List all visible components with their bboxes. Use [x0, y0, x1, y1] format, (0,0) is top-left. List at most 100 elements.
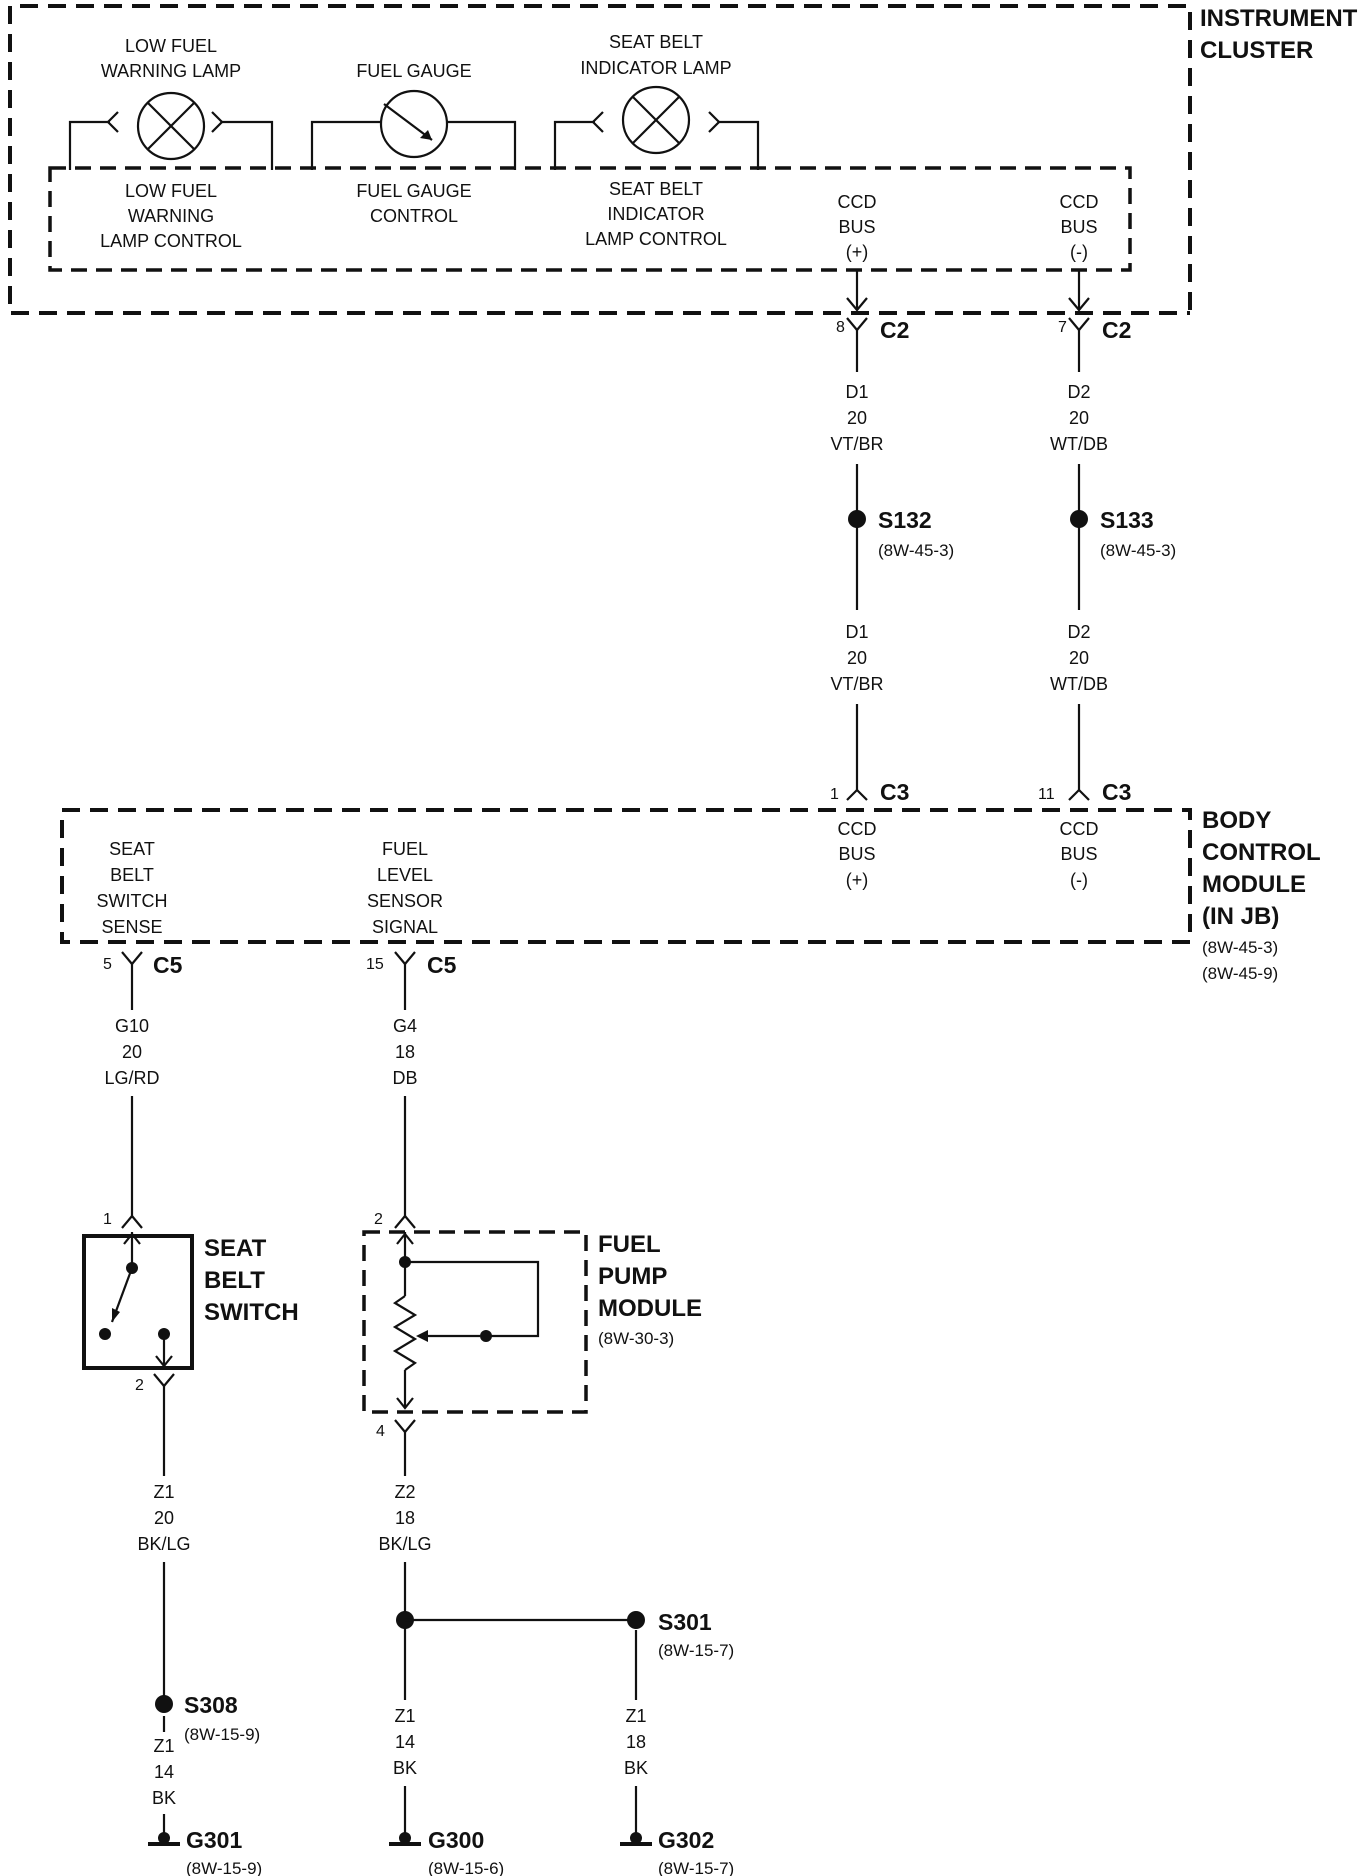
c2-pin-8: 8 [836, 319, 845, 336]
low-fuel-lamp-label-1: LOW FUEL [125, 36, 217, 56]
seat-belt-switch-title-2: BELT [204, 1267, 265, 1294]
ccd-minus-label-2: BUS [1060, 217, 1097, 237]
fuel-pump-pin-4: 4 [376, 1423, 385, 1440]
seat-belt-switch-branch: G10 20 LG/RD 1 SEAT BELT SWITCH 2 Z1 20 … [82, 964, 299, 1876]
bcm-seat-sense-2: BELT [110, 865, 154, 885]
fuel-gauge-label: FUEL GAUGE [356, 61, 471, 81]
fuel-pump-title-3: MODULE [598, 1295, 702, 1322]
wire-z2-color: BK/LG [378, 1534, 431, 1554]
c5-label-left: C5 [153, 952, 183, 978]
splice-s308-dot [155, 1695, 173, 1713]
splice-s308-name: S308 [184, 1692, 238, 1718]
seat-belt-switch-box [82, 1234, 194, 1370]
wire-d1-upper-circuit: D1 [845, 382, 868, 402]
ground-g302-ref: (8W-15-7) [658, 1859, 734, 1876]
wire-z1-14-left-gauge: 14 [154, 1762, 174, 1782]
wire-z1-18-circuit: Z1 [625, 1706, 646, 1726]
fuel-level-rheostat-icon [392, 1295, 418, 1371]
bcm-fuel-level-3: SENSOR [367, 891, 443, 911]
bcm-ccd-plus-2: BUS [838, 844, 875, 864]
ccd-minus-label-3: (-) [1070, 242, 1088, 262]
bcm-title-1: BODY [1202, 807, 1271, 834]
wire-z2-circuit: Z2 [394, 1482, 415, 1502]
wire-d1-upper-gauge: 20 [847, 408, 867, 428]
fuel-pump-title-2: PUMP [598, 1263, 667, 1290]
ground-g301-icon [148, 1832, 180, 1846]
low-fuel-control-label-1: LOW FUEL [125, 181, 217, 201]
wire-z1-14-left-circuit: Z1 [153, 1736, 174, 1756]
fuel-pump-branch: G4 18 DB 2 FUEL PUMP MODULE (8W-30-3) 4 … [362, 964, 734, 1876]
bcm-ccd-minus-2: BUS [1060, 844, 1097, 864]
instrument-cluster: INSTRUMENT CLUSTER LOW FUEL WARNING LAMP… [8, 4, 1358, 315]
seat-switch-pin-1: 1 [103, 1211, 112, 1228]
wire-z1-14-mid-gauge: 14 [395, 1732, 415, 1752]
splice-s301-name: S301 [658, 1609, 712, 1635]
seat-belt-control-label-3: LAMP CONTROL [585, 229, 727, 249]
seat-belt-lamp-icon [553, 85, 760, 170]
wire-z1-seat-gauge: 20 [154, 1508, 174, 1528]
wire-d2-upper-color: WT/DB [1050, 434, 1108, 454]
bcm-fuel-level-2: LEVEL [377, 865, 433, 885]
bcm-fuel-level-1: FUEL [382, 839, 428, 859]
splice-s133-dot [1070, 510, 1088, 528]
low-fuel-control-label-2: WARNING [128, 206, 214, 226]
wire-z1-14-mid-color: BK [393, 1758, 417, 1778]
splice-s132-ref: (8W-45-3) [878, 541, 954, 560]
bcm-ref-2: (8W-45-9) [1202, 964, 1278, 983]
ground-g300-icon [389, 1832, 421, 1846]
wire-g10-color: LG/RD [104, 1068, 159, 1088]
ccd-plus-label-2: BUS [838, 217, 875, 237]
wire-z2-gauge: 18 [395, 1508, 415, 1528]
wire-z1-14-mid-circuit: Z1 [394, 1706, 415, 1726]
seat-belt-control-label-2: INDICATOR [607, 204, 704, 224]
wire-d2-upper-gauge: 20 [1069, 408, 1089, 428]
fuel-pump-title-1: FUEL [598, 1231, 661, 1258]
connector-c2: 8 C2 7 C2 [836, 270, 1131, 343]
wire-d1-lower-color: VT/BR [830, 674, 883, 694]
splice-s301-ref: (8W-15-7) [658, 1641, 734, 1660]
seat-belt-lamp-label-1: SEAT BELT [609, 32, 703, 52]
bcm-seat-sense-3: SWITCH [97, 891, 168, 911]
wire-z1-18-color: BK [624, 1758, 648, 1778]
bcm-seat-sense-1: SEAT [109, 839, 155, 859]
ccd-minus-label-1: CCD [1060, 192, 1099, 212]
ground-g302-icon [620, 1832, 652, 1846]
splice-s132-name: S132 [878, 507, 932, 533]
low-fuel-lamp-icon [68, 91, 274, 170]
c5-label-right: C5 [427, 952, 457, 978]
fuel-pump-pin-2: 2 [374, 1211, 383, 1228]
c5-pin-5: 5 [103, 956, 112, 973]
fuel-pump-module-box [362, 1230, 588, 1414]
seat-belt-switch-title-3: SWITCH [204, 1299, 299, 1326]
c3-label-right: C3 [1102, 779, 1131, 805]
instrument-cluster-title-2: CLUSTER [1200, 37, 1313, 64]
wire-z1-18-gauge: 18 [626, 1732, 646, 1752]
ccd-plus-label-3: (+) [846, 242, 869, 262]
c3-pin-11: 11 [1038, 786, 1055, 803]
fuel-gauge-control-label-2: CONTROL [370, 206, 458, 226]
wire-g4-gauge: 18 [395, 1042, 415, 1062]
instrument-cluster-title: INSTRUMENT [1200, 5, 1358, 32]
ground-g301-name: G301 [186, 1827, 242, 1853]
splice-s133-ref: (8W-45-3) [1100, 541, 1176, 560]
fuel-gauge-control-label-1: FUEL GAUGE [356, 181, 471, 201]
bcm-ccd-minus-3: (-) [1070, 870, 1088, 890]
bcm-ccd-plus-1: CCD [838, 819, 877, 839]
wire-d2-lower-gauge: 20 [1069, 648, 1089, 668]
connector-c5: 5 C5 15 C5 [103, 951, 457, 978]
seat-belt-switch-title-1: SEAT [204, 1235, 267, 1262]
wire-d1-lower-gauge: 20 [847, 648, 867, 668]
wire-z1-seat-color: BK/LG [137, 1534, 190, 1554]
wire-d2-lower-color: WT/DB [1050, 674, 1108, 694]
seat-belt-control-label-1: SEAT BELT [609, 179, 703, 199]
body-control-module: 1 C3 11 C3 BODY CONTROL MODULE (IN JB) (… [60, 779, 1321, 983]
ground-g302-name: G302 [658, 1827, 714, 1853]
splice-s308-ref: (8W-15-9) [184, 1725, 260, 1744]
bcm-seat-sense-4: SENSE [101, 917, 162, 937]
c3-pin-1: 1 [830, 786, 839, 803]
seat-switch-pin-2: 2 [135, 1377, 144, 1394]
c2-label-left: C2 [880, 317, 909, 343]
splice-s133-name: S133 [1100, 507, 1154, 533]
wire-d1-lower-circuit: D1 [845, 622, 868, 642]
